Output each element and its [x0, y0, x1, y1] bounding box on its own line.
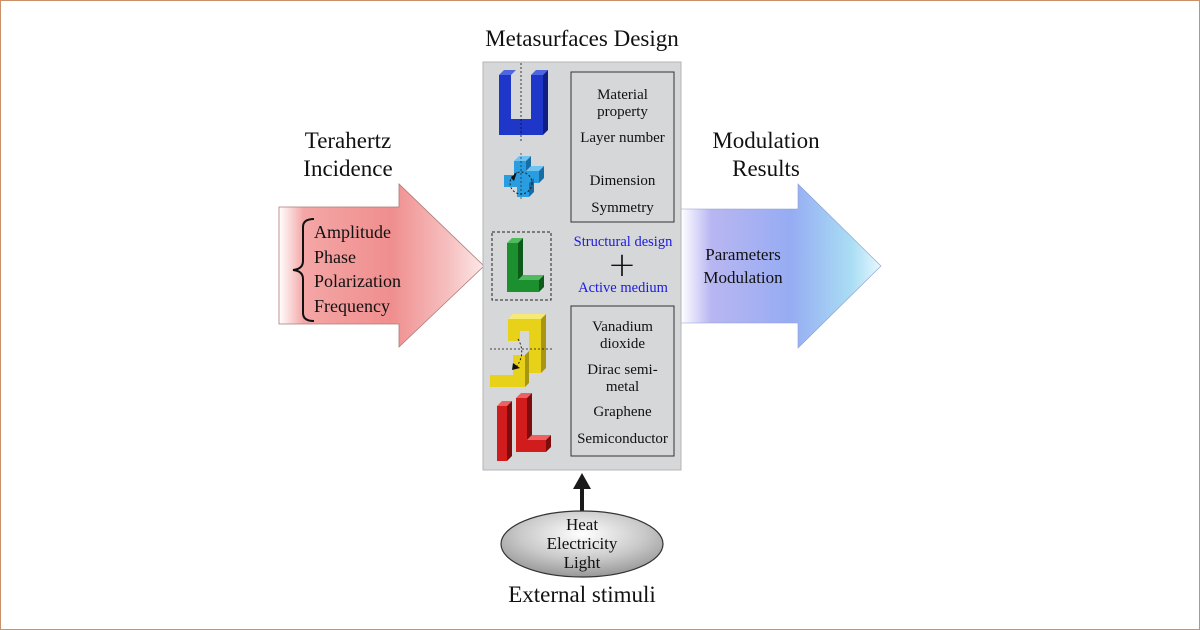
plus-sign: +: [607, 245, 637, 285]
double-l-resonator-icon: [497, 393, 551, 461]
results-title-line-1: Modulation: [712, 128, 820, 153]
incidence-title: Terahertz Incidence: [273, 127, 423, 182]
incidence-param-list: Amplitude Phase Polarization Frequency: [314, 220, 424, 318]
incidence-arrow: [278, 183, 485, 348]
structure-box: [570, 71, 675, 223]
param-phase: Phase: [314, 246, 356, 267]
medium-graphene: Graphene: [593, 404, 652, 420]
incidence-bracket: [292, 218, 315, 322]
results-line-1: Parameters: [705, 245, 781, 264]
medium-semiconductor: Semiconductor: [577, 431, 668, 447]
stimuli-ellipse: [500, 510, 664, 578]
stimulus-light: Light: [563, 553, 601, 572]
structure-dimension: Dimension: [589, 173, 656, 189]
structure-layer-number: Layer number: [580, 130, 665, 146]
active-medium-label: Active medium: [578, 280, 668, 296]
medium-box: [570, 305, 675, 457]
structural-design-label: Structural design: [573, 234, 673, 250]
results-line-2: Modulation: [703, 268, 783, 287]
z-shape-resonator-icon: [490, 314, 553, 387]
l-shape-resonator-icon: [491, 231, 552, 301]
param-frequency: Frequency: [314, 295, 390, 316]
u-shape-resonator-icon: [499, 63, 548, 141]
results-arrow: [680, 183, 882, 349]
cross-shape-resonator-icon: [504, 153, 544, 201]
structure-symmetry: Symmetry: [591, 200, 654, 216]
incidence-title-line-2: Incidence: [303, 155, 393, 181]
stimulus-heat: Heat: [565, 515, 599, 534]
results-title-line-2: Results: [732, 155, 800, 181]
incidence-title-line-1: Terahertz: [304, 128, 392, 153]
structure-material-property: Material property: [597, 87, 648, 120]
medium-vanadium-dioxide: Vanadium dioxide: [592, 319, 653, 352]
results-params-text: Parameters Modulation: [689, 243, 797, 289]
param-amplitude: Amplitude: [314, 222, 391, 242]
design-title: Metasurfaces Design: [485, 26, 679, 51]
medium-dirac-semimetal: Dirac semi-metal: [587, 362, 658, 395]
stimulus-electricity: Electricity: [546, 534, 618, 553]
param-polarization: Polarization: [314, 271, 401, 291]
results-title: Modulation Results: [691, 127, 841, 182]
external-stimuli-label: External stimuli: [508, 582, 656, 607]
stimuli-list: Heat Electricity Light: [512, 515, 652, 572]
